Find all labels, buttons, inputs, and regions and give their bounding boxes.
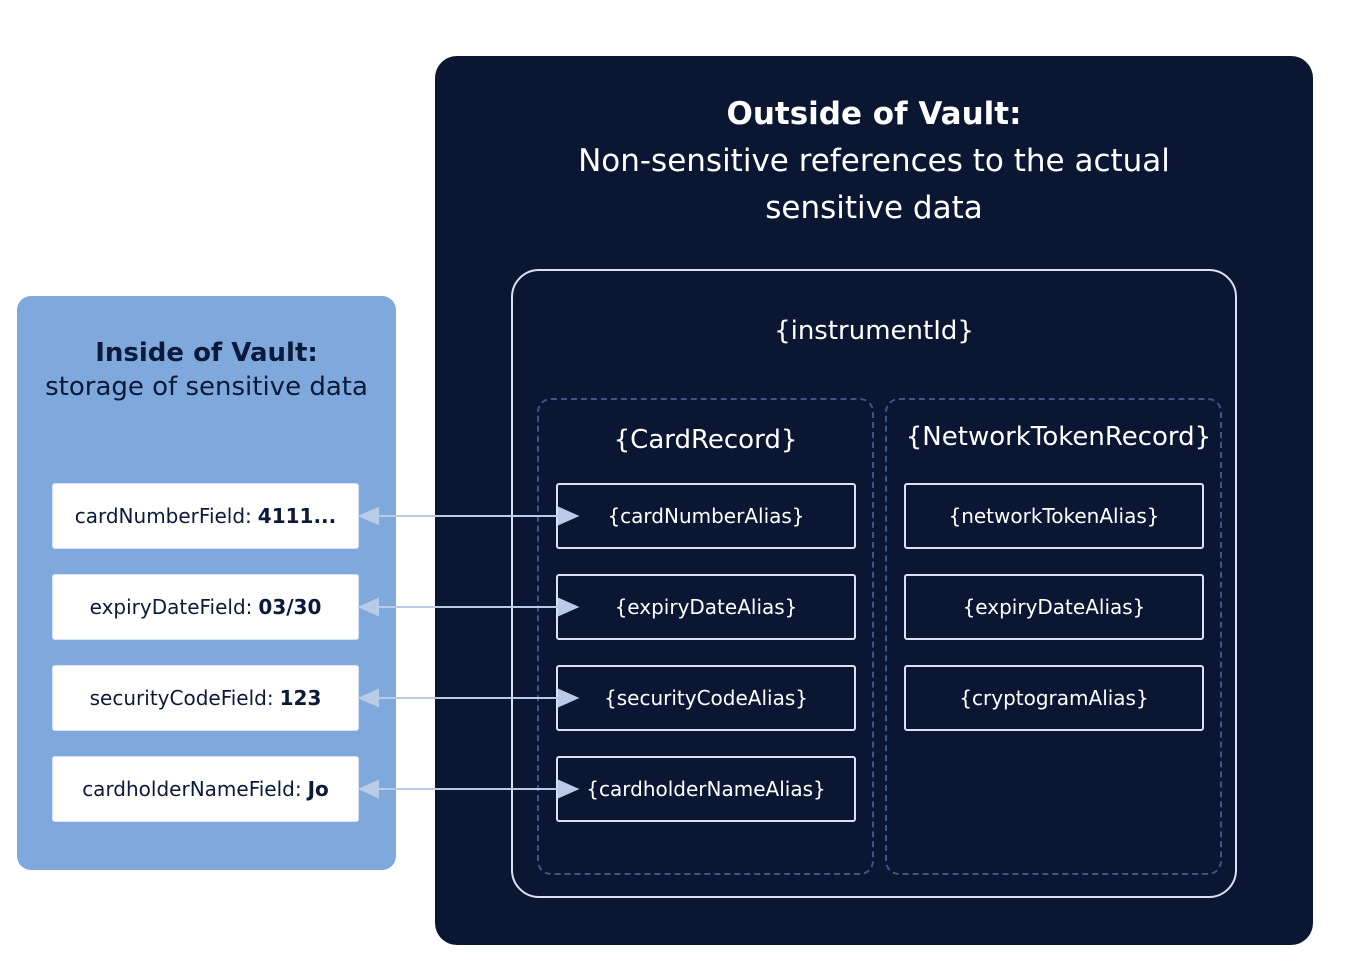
inside-vault-heading: Inside of Vault: storage of sensitive da… [17, 336, 396, 404]
network-token-alias: {networkTokenAlias} [904, 483, 1204, 549]
outside-vault-panel [435, 56, 1313, 945]
field-name: cardholderNameField: [82, 777, 302, 801]
inside-vault-subtitle: storage of sensitive data [45, 372, 368, 402]
arrow-security-code [357, 688, 580, 708]
instrument-container [511, 269, 1237, 898]
inside-vault-title: Inside of Vault: [95, 338, 318, 368]
field-value: Jo [307, 777, 329, 801]
card-number-alias: {cardNumberAlias} [556, 483, 856, 549]
card-record-label: {CardRecord} [613, 425, 798, 455]
arrow-cardholder-name [357, 779, 580, 799]
outside-vault-heading: Outside of Vault: Non-sensitive referenc… [435, 91, 1313, 232]
security-code-field: securityCodeField:123 [52, 665, 359, 731]
instrument-label: {instrumentId} [774, 316, 974, 346]
field-value: 123 [279, 686, 322, 710]
cardholder-name-field: cardholderNameField:Jo [52, 756, 359, 822]
field-name: cardNumberField: [74, 504, 252, 528]
field-name: securityCodeField: [89, 686, 274, 710]
outside-vault-title: Outside of Vault: [726, 96, 1022, 132]
field-value: 4111... [257, 504, 337, 528]
expiry-date-alias: {expiryDateAlias} [556, 574, 856, 640]
card-record-container [537, 398, 874, 875]
field-name: expiryDateField: [89, 595, 253, 619]
token-expiry-date-alias: {expiryDateAlias} [904, 574, 1204, 640]
network-token-record-label: {NetworkTokenRecord} [905, 422, 1212, 452]
arrow-expiry-date [357, 597, 580, 617]
outside-vault-subtitle: Non-sensitive references to the actual s… [578, 143, 1170, 226]
cryptogram-alias: {cryptogramAlias} [904, 665, 1204, 731]
network-token-record-container [885, 398, 1222, 875]
field-value: 03/30 [258, 595, 322, 619]
arrow-card-number [357, 506, 580, 526]
